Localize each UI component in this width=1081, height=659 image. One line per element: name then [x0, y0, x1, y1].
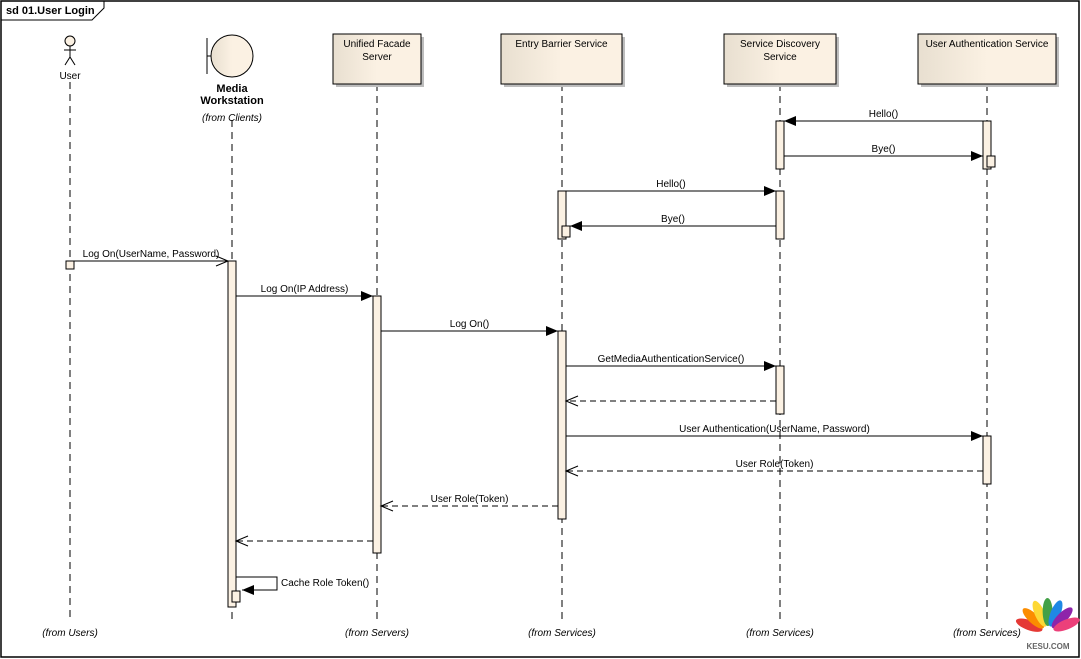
arrowhead-filled [971, 151, 983, 161]
arrowhead-open [564, 465, 579, 477]
watermark-logo: KESU.COM [1015, 598, 1080, 651]
arrowhead-filled [570, 221, 582, 231]
message-label: User Authentication(UserName, Password) [679, 424, 870, 435]
arrowhead-filled [764, 361, 776, 371]
lifeline-label-sds: Service [763, 52, 797, 63]
object-box-uas[interactable] [917, 33, 1057, 85]
arrowhead-open [234, 535, 249, 547]
activation-bar-sds [775, 365, 785, 415]
message-label: Bye() [661, 214, 685, 225]
frame-title: sd 01.User Login [6, 5, 95, 17]
lifeline-label-media-2: Workstation [200, 95, 264, 107]
activation-bar-ebs [557, 190, 567, 240]
object-box-ufs[interactable] [332, 33, 422, 85]
user-activation [65, 260, 75, 270]
message-label: Log On(IP Address) [261, 284, 349, 295]
arrowhead-filled [971, 431, 983, 441]
arrowhead-open [379, 500, 394, 512]
arrowhead-open [564, 395, 579, 407]
lifeline-label-media: Media [216, 83, 248, 95]
activation-bar-uas [982, 435, 992, 485]
message-label: Log On() [450, 319, 489, 330]
arrowhead-filled [546, 326, 558, 336]
lifeline-label-ufs: Server [362, 52, 392, 63]
nested-activation [231, 590, 241, 603]
message-label: User Role(Token) [431, 494, 509, 505]
message-label: Hello() [869, 109, 898, 120]
object-box-sds[interactable] [723, 33, 837, 85]
actor-icon [64, 35, 76, 66]
message-label: Bye() [872, 144, 896, 155]
activation-bar-sds [775, 190, 785, 240]
arrowhead-filled [242, 585, 254, 595]
arrowhead-filled [764, 186, 776, 196]
message-label: GetMediaAuthenticationService() [598, 354, 745, 365]
lifeline-note-media: (from Clients) [202, 113, 262, 124]
lifeline-footer-uas: (from Services) [953, 628, 1021, 639]
lifeline-label-user: User [59, 71, 81, 82]
watermark-text: KESU.COM [1026, 642, 1069, 651]
message-label: User Role(Token) [736, 459, 814, 470]
activation-bar-uas [982, 120, 992, 170]
arrowhead-open [215, 255, 230, 267]
message-label: Cache Role Token() [281, 578, 369, 589]
arrowhead-filled [361, 291, 373, 301]
lifeline-label-ebs: Entry Barrier Service [515, 39, 608, 50]
lifeline-label-sds: Service Discovery [740, 39, 820, 50]
activation-bar-media [227, 260, 237, 608]
message-label: Log On(UserName, Password) [83, 249, 220, 260]
activation-bar-ebs [557, 330, 567, 520]
lifeline-label-ufs: Unified Facade [343, 39, 411, 50]
object-box-ebs[interactable] [500, 33, 623, 85]
arrowhead-filled [784, 116, 796, 126]
lifeline-label-uas: User Authentication Service [926, 39, 1049, 50]
lifeline-footer-user: (from Users) [42, 628, 98, 639]
boundary-icon [206, 34, 254, 78]
activation-bar-sds [775, 120, 785, 170]
lifeline-footer-sds: (from Services) [746, 628, 814, 639]
nested-activation [986, 155, 996, 168]
message-self[interactable] [236, 576, 278, 591]
lifeline-footer-ufs: (from Servers) [345, 628, 409, 639]
activation-bar-ufs [372, 295, 382, 554]
message-label: Hello() [656, 179, 685, 190]
lifeline-footer-ebs: (from Services) [528, 628, 596, 639]
nested-activation [561, 225, 571, 238]
frame-tab [1, 1, 105, 21]
